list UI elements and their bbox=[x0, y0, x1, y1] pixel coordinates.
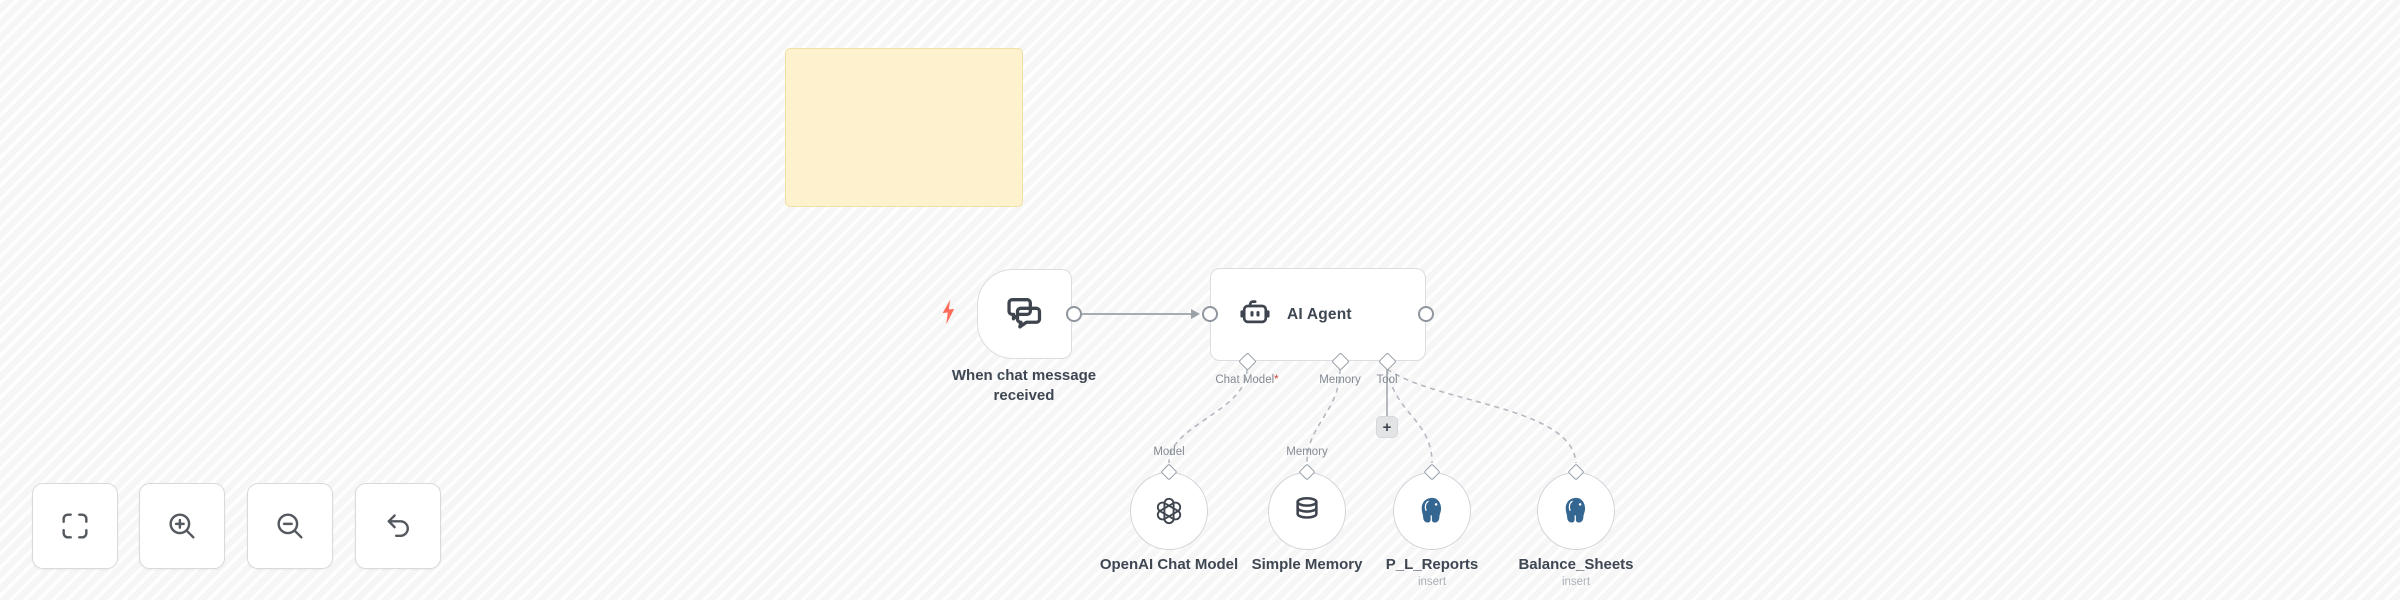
node-openai-chat-model[interactable] bbox=[1130, 472, 1208, 550]
input-port-agent[interactable] bbox=[1202, 306, 1218, 322]
required-mark: * bbox=[1274, 374, 1279, 386]
lightning-bolt-icon bbox=[942, 299, 955, 325]
node-label-balance-sheets: Balance_Sheets bbox=[1518, 556, 1634, 573]
zoom-in-icon bbox=[169, 513, 195, 539]
node-status-p-l-reports: insert bbox=[1417, 576, 1447, 588]
openai-logo-icon bbox=[1156, 497, 1182, 525]
connection-tool-to-plreports[interactable] bbox=[1386, 368, 1433, 464]
add-tool-button[interactable]: + bbox=[1376, 416, 1398, 438]
connection-memory-to-simplememory[interactable] bbox=[1306, 368, 1341, 464]
sticky-note[interactable] bbox=[785, 48, 1023, 207]
zoom-in-button[interactable] bbox=[139, 483, 225, 569]
output-port-agent[interactable] bbox=[1418, 306, 1434, 322]
connection-chatmodel-to-openai[interactable] bbox=[1168, 368, 1248, 464]
node-ai-agent[interactable]: AI Agent bbox=[1210, 268, 1426, 361]
node-status-balance-sheets: insert bbox=[1561, 576, 1591, 588]
agent-port-label-tool: Tool bbox=[1376, 374, 1398, 386]
connection-trigger-to-agent[interactable] bbox=[1082, 309, 1200, 319]
subnode-port-label-model: Model bbox=[1153, 446, 1185, 458]
plus-icon: + bbox=[1382, 418, 1392, 436]
zoom-to-fit-button[interactable] bbox=[32, 483, 118, 569]
postgres-elephant-icon bbox=[1421, 497, 1442, 523]
agent-port-label-memory: Memory bbox=[1319, 374, 1361, 386]
zoom-out-button[interactable] bbox=[247, 483, 333, 569]
subnode-port-label-memory: Memory bbox=[1286, 446, 1328, 458]
postgres-elephant-icon bbox=[1565, 497, 1586, 523]
database-icon bbox=[1296, 496, 1318, 519]
node-balance-sheets[interactable] bbox=[1537, 472, 1615, 550]
robot-icon bbox=[1240, 299, 1270, 323]
node-label-ai-agent: AI Agent bbox=[1287, 305, 1352, 323]
undo-button[interactable] bbox=[355, 483, 441, 569]
zoom-out-icon bbox=[277, 513, 303, 539]
node-label-p-l-reports: P_L_Reports bbox=[1385, 556, 1479, 573]
agent-port-label-chat-model: Chat Model* bbox=[1215, 374, 1279, 386]
zoom-to-fit-icon bbox=[62, 513, 88, 539]
node-simple-memory[interactable] bbox=[1268, 472, 1346, 550]
node-label-openai: OpenAI Chat Model bbox=[1099, 556, 1239, 573]
node-label-trigger: When chat message received bbox=[951, 367, 1097, 405]
node-when-chat-message-received[interactable] bbox=[977, 269, 1072, 359]
undo-icon bbox=[387, 514, 409, 537]
node-p-l-reports[interactable] bbox=[1393, 472, 1471, 550]
output-port-trigger[interactable] bbox=[1066, 306, 1082, 322]
chat-bubbles-icon bbox=[1006, 298, 1041, 329]
node-label-simple-memory: Simple Memory bbox=[1251, 556, 1363, 573]
arrowhead-icon bbox=[1191, 309, 1200, 319]
